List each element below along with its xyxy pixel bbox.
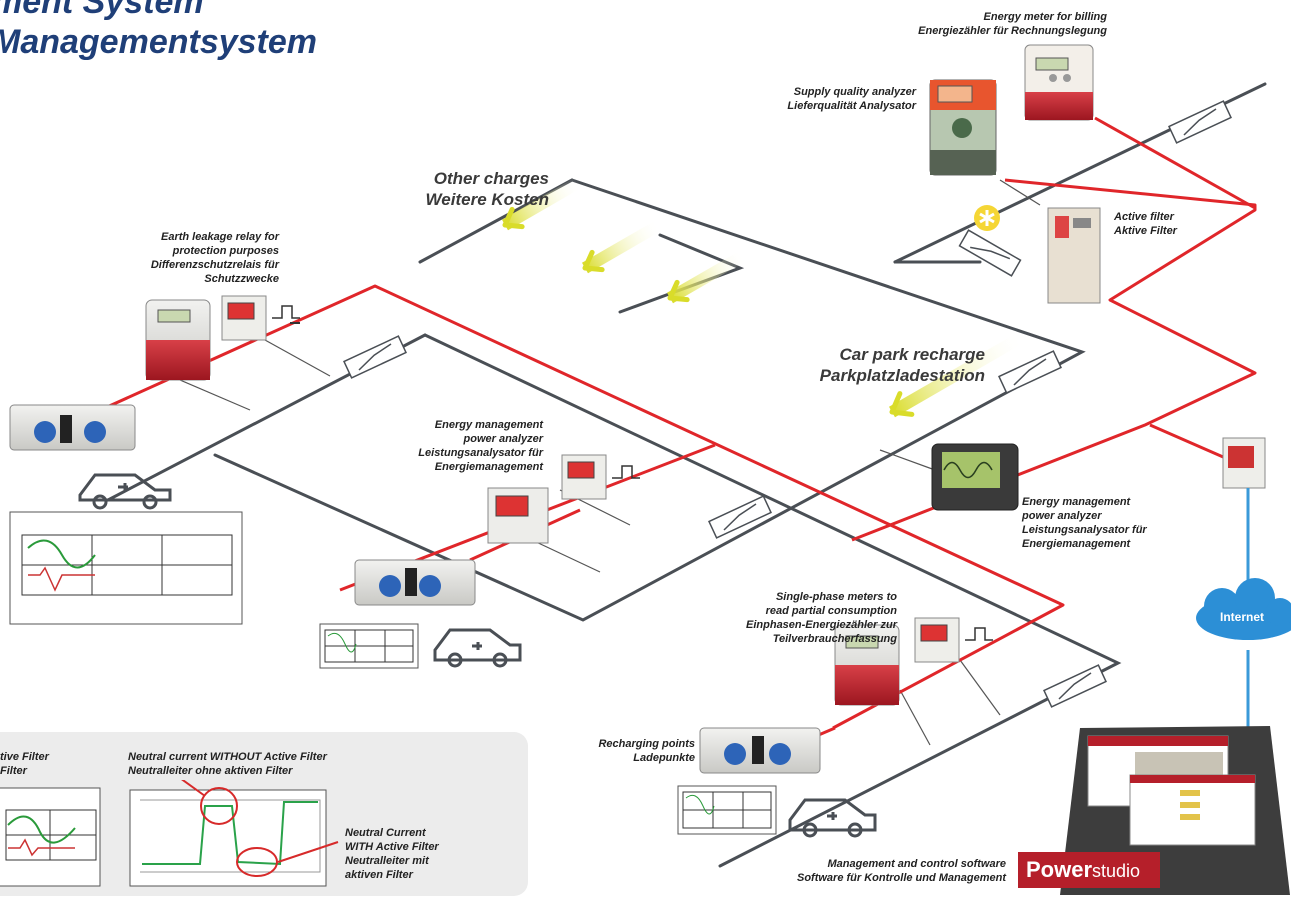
- billing-meter-device: [1024, 44, 1094, 121]
- yellow-arrows: [502, 177, 1025, 418]
- report-thumbnail-large: [9, 511, 243, 625]
- report-thumbnail-small-2: [677, 785, 777, 835]
- internet-cloud: [1196, 578, 1291, 640]
- car-icon-right: [788, 798, 877, 838]
- gateway-device: [1222, 437, 1266, 489]
- car-icon-middle: [433, 628, 522, 668]
- legend-chart-with-filter: [0, 787, 101, 887]
- earth-leakage-meter: [145, 299, 211, 381]
- brand-strong: Power: [1026, 857, 1093, 882]
- legend-charts: [0, 780, 339, 887]
- legend-chart-without-filter: [129, 780, 339, 887]
- report-thumbnail-small-1: [319, 623, 419, 669]
- page-title-line-2: Managementsystem: [0, 23, 318, 61]
- supply-quality-device: [929, 79, 997, 176]
- pulse-icon: [272, 305, 300, 324]
- em-analyzer-mid: [487, 454, 607, 544]
- page-title-line-1: ment System: [0, 0, 204, 21]
- single-phase-meter: [834, 617, 960, 706]
- screen-analyzer: [931, 443, 1019, 511]
- socket-box-middle: [354, 559, 476, 606]
- socket-box-left: [9, 404, 136, 451]
- internet-label: Internet: [1220, 610, 1265, 624]
- brand-light: studio: [1092, 861, 1141, 881]
- active-filter-cabinet: [1047, 207, 1101, 304]
- socket-box-right: [699, 727, 821, 774]
- earth-leakage-relay: [221, 295, 267, 341]
- powerstudio-logo: Powerstudio: [1018, 852, 1160, 888]
- switch-boxes: [343, 100, 1232, 708]
- car-icon-left: [78, 473, 172, 510]
- star-marker: [974, 205, 1000, 231]
